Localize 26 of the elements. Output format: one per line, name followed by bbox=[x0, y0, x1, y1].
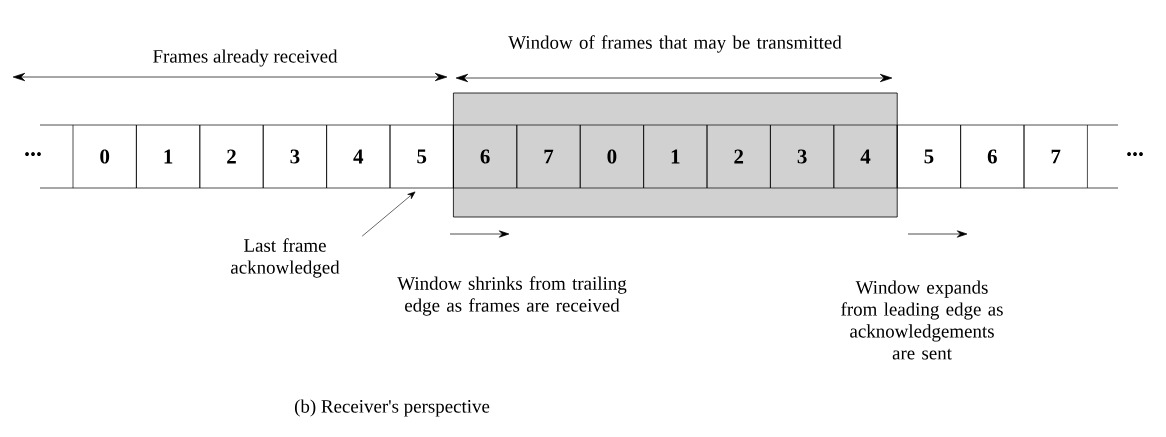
frame-cell: 4 bbox=[326, 124, 391, 189]
frame-cell: 3 bbox=[770, 124, 835, 189]
frame-cell: 2 bbox=[706, 124, 771, 189]
span-label: Frames already received bbox=[153, 49, 338, 67]
note-text: Window expands from leading edge as acknowledgements are sent bbox=[841, 280, 1003, 360]
frame-cell: 7 bbox=[1023, 124, 1088, 189]
leader-arrow bbox=[361, 191, 416, 237]
frame-cell: 1 bbox=[136, 124, 201, 189]
caption: (b) Receiver's perspective bbox=[294, 399, 490, 417]
window-box bbox=[453, 92, 898, 218]
frame-cell: 3 bbox=[262, 124, 327, 189]
frame-cell: 6 bbox=[453, 124, 518, 189]
frame-cell: 2 bbox=[199, 124, 264, 189]
ellipsis: ... bbox=[1127, 152, 1143, 156]
frame-cell: 0 bbox=[72, 124, 137, 189]
frame-cell: 5 bbox=[896, 124, 961, 189]
span-label: Window of frames that may be transmitted bbox=[508, 35, 842, 53]
frame-cell: 1 bbox=[643, 124, 708, 189]
frame-cell: 6 bbox=[960, 124, 1025, 189]
ellipsis: ... bbox=[25, 152, 41, 156]
note-text: Window shrinks from trailing edge as frames are received bbox=[397, 276, 627, 316]
frame-cell: 7 bbox=[516, 124, 581, 189]
frame-cell: 4 bbox=[833, 124, 898, 189]
frame-cell: 5 bbox=[389, 124, 454, 189]
frame-cell: 0 bbox=[579, 124, 644, 189]
leader-text: Last frame acknowledged bbox=[231, 238, 340, 278]
